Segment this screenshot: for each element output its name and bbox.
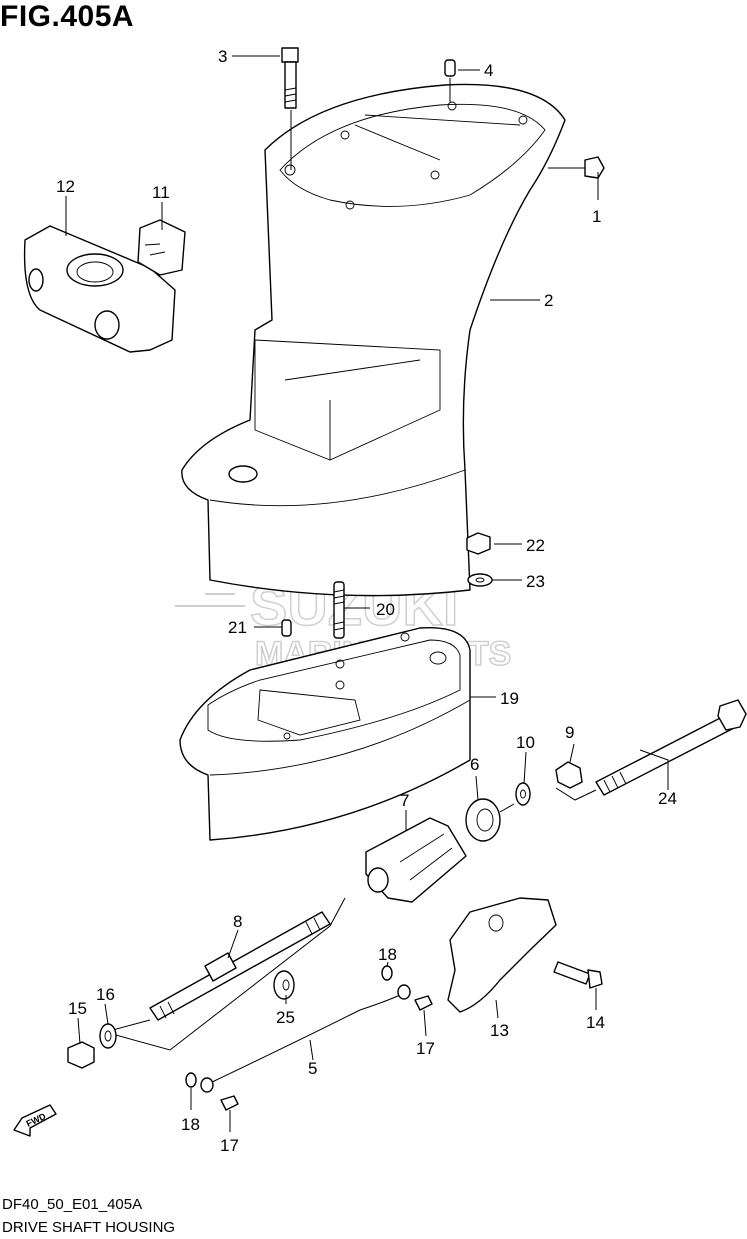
washer-18-upper <box>381 965 393 981</box>
drive-shaft-housing <box>181 83 566 597</box>
screw-17-lower <box>220 1095 239 1111</box>
callout-12: 12 <box>56 177 75 196</box>
callout-4: 4 <box>484 61 493 80</box>
callout-8: 8 <box>233 912 242 931</box>
dowel-pin-4 <box>444 59 456 102</box>
bolt-3 <box>281 47 299 170</box>
washer-25 <box>273 970 295 1000</box>
callout-6: 6 <box>470 755 479 774</box>
bolt-14 <box>553 961 603 989</box>
callout-3: 3 <box>218 47 227 66</box>
callout-1: 1 <box>592 207 601 226</box>
nut-9 <box>555 761 583 789</box>
ground-wire-5 <box>200 984 411 1093</box>
washer-23 <box>467 573 493 587</box>
figure-name: DRIVE SHAFT HOUSING <box>2 1219 176 1236</box>
nut-22 <box>466 532 491 555</box>
leader-lines <box>65 55 669 1132</box>
washer-10 <box>515 782 531 806</box>
mount-11 <box>137 219 186 276</box>
callout-13: 13 <box>490 1021 509 1040</box>
callout-24: 24 <box>658 789 677 808</box>
callout-17-upper: 17 <box>416 1039 435 1058</box>
plug-1 <box>548 156 605 179</box>
grommet-6 <box>465 798 515 842</box>
callout-19: 19 <box>500 689 519 708</box>
callout-25: 25 <box>276 1008 295 1027</box>
callout-18-upper: 18 <box>378 945 397 964</box>
callout-17-lower: 17 <box>220 1136 239 1155</box>
cover-13 <box>447 897 557 1013</box>
nut-15 <box>67 1041 95 1069</box>
bracket-12 <box>23 225 176 353</box>
callout-15: 15 <box>68 999 87 1018</box>
washer-16 <box>99 1023 117 1049</box>
callouts: 3 4 1 2 12 11 22 23 20 21 19 9 10 6 24 7… <box>56 47 677 1155</box>
callout-20: 20 <box>376 600 395 619</box>
pin-21 <box>281 619 292 637</box>
screw-17-upper <box>414 995 433 1011</box>
figure-title: FIG.405A <box>0 0 135 33</box>
callout-10: 10 <box>516 733 535 752</box>
callout-21: 21 <box>228 618 247 637</box>
callout-7: 7 <box>400 791 409 810</box>
washer-18-lower <box>185 1072 197 1088</box>
callout-14: 14 <box>586 1013 605 1032</box>
callout-23: 23 <box>526 572 545 591</box>
callout-18-lower: 18 <box>181 1115 200 1134</box>
bolt-8 <box>103 897 346 1051</box>
model-code: DF40_50_E01_405A <box>2 1196 143 1213</box>
callout-22: 22 <box>526 536 545 555</box>
callout-9: 9 <box>565 723 574 742</box>
bolt-24 <box>555 699 747 801</box>
callout-2: 2 <box>544 291 553 310</box>
callout-5: 5 <box>308 1059 317 1078</box>
lower-housing-19 <box>179 626 471 841</box>
callout-16: 16 <box>96 985 115 1004</box>
forward-direction-marker: FWD <box>13 1104 57 1137</box>
stud-20 <box>333 581 345 639</box>
mount-rubber-7 <box>365 817 467 903</box>
callout-11: 11 <box>152 183 170 202</box>
